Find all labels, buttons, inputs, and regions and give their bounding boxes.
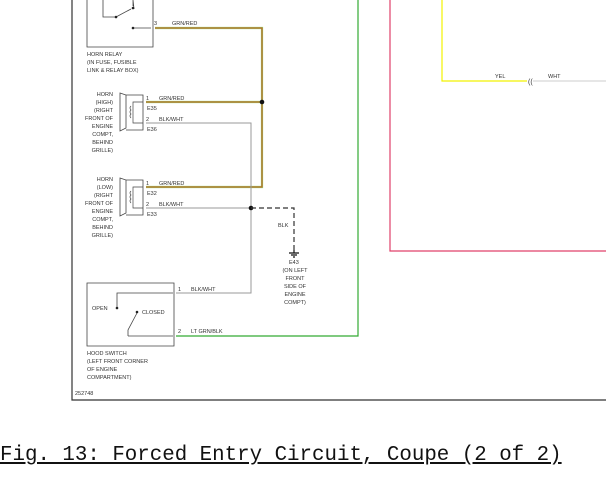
svg-text:HORN: HORN <box>97 177 113 183</box>
grn-red-wire <box>146 27 263 188</box>
relay-switch <box>102 0 135 18</box>
svg-text:HORN: HORN <box>97 92 113 98</box>
svg-text:HOOD SWITCH: HOOD SWITCH <box>87 351 127 357</box>
svg-text:E36: E36 <box>147 127 157 133</box>
svg-text:BEHIND: BEHIND <box>92 225 113 231</box>
wht-label: WHT <box>548 74 561 80</box>
yel-wire <box>441 0 527 82</box>
ground-label: ENGINE <box>284 292 305 298</box>
svg-text:E33: E33 <box>147 212 157 218</box>
ground-wire-label: BLK <box>278 223 289 229</box>
svg-text:GRN/RED: GRN/RED <box>159 96 184 102</box>
svg-text:COMPT,: COMPT, <box>92 217 113 223</box>
svg-text:(RIGHT: (RIGHT <box>94 193 114 199</box>
figure-id: 252748 <box>75 391 93 397</box>
svg-text:2: 2 <box>146 117 149 123</box>
relay-label: HORN RELAY <box>87 52 123 58</box>
splice <box>259 99 265 105</box>
ground-label: COMPT) <box>284 300 306 306</box>
svg-text:1: 1 <box>146 181 149 187</box>
ground-label: (ON LEFT <box>282 268 308 274</box>
svg-text:(LOW): (LOW) <box>97 185 113 191</box>
horn-icon <box>119 92 144 132</box>
lt-grn-blk-wire <box>176 0 359 337</box>
svg-text:(RIGHT: (RIGHT <box>94 108 114 114</box>
horn-low: 1 GRN/RED E32 2 BLK/WHT E33 HORN (LOW) (… <box>85 177 184 239</box>
svg-text:GRN/RED: GRN/RED <box>159 181 184 187</box>
svg-text:OPEN: OPEN <box>92 306 108 312</box>
horn-high: 1 GRN/RED E35 2 BLK/WHT E36 HORN (HIGH) … <box>85 92 184 154</box>
diagram-frame <box>71 0 606 401</box>
svg-text:BLK/WHT: BLK/WHT <box>159 202 184 208</box>
figure-caption: Fig. 13: Forced Entry Circuit, Coupe (2 … <box>0 444 562 467</box>
red-circuit-box <box>389 0 606 252</box>
relay-label: LINK & RELAY BOX) <box>87 68 139 74</box>
hood-switch: OPEN CLOSED 1 BLK/WHT 2 HOOD SWITCH (LEF… <box>86 282 216 381</box>
ground-id: E43 <box>289 260 299 266</box>
svg-text:2: 2 <box>146 202 149 208</box>
svg-text:1: 1 <box>178 287 181 293</box>
svg-text:E35: E35 <box>147 106 157 112</box>
svg-text:1: 1 <box>146 96 149 102</box>
svg-text:COMPARTMENT): COMPARTMENT) <box>87 375 132 381</box>
horn-icon <box>119 177 144 217</box>
blk-ground-wire <box>251 207 295 250</box>
connector-glyph: (( <box>528 79 533 86</box>
hood-wire2-label: LT GRN/BLK <box>191 329 223 335</box>
svg-text:BEHIND: BEHIND <box>92 140 113 146</box>
ground-icon <box>289 250 299 258</box>
switch-icon <box>116 292 173 337</box>
svg-text:2: 2 <box>178 329 181 335</box>
yel-label: YEL <box>495 74 505 80</box>
svg-text:GRILLE): GRILLE) <box>92 148 114 154</box>
relay-wire-label: GRN/RED <box>172 21 197 27</box>
svg-text:(LEFT FRONT CORNER: (LEFT FRONT CORNER <box>87 359 148 365</box>
blk-wht-wire <box>146 122 252 294</box>
svg-text:ENGINE: ENGINE <box>92 124 113 130</box>
relay-pin: 3 <box>154 21 157 27</box>
svg-text:GRILLE): GRILLE) <box>92 233 114 239</box>
svg-text:FRONT OF: FRONT OF <box>85 116 114 122</box>
svg-text:COMPT,: COMPT, <box>92 132 113 138</box>
svg-text:FRONT OF: FRONT OF <box>85 201 114 207</box>
horn-relay-box <box>86 0 154 48</box>
svg-text:BLK/WHT: BLK/WHT <box>159 117 184 123</box>
ground-label: FRONT <box>286 276 306 282</box>
svg-text:E32: E32 <box>147 191 157 197</box>
svg-text:CLOSED: CLOSED <box>142 310 165 316</box>
svg-text:BLK/WHT: BLK/WHT <box>191 287 216 293</box>
svg-text:OF ENGINE: OF ENGINE <box>87 367 118 373</box>
grn-red-wire-stripe <box>146 26 264 189</box>
ground-label: SIDE OF <box>284 284 307 290</box>
svg-text:(HIGH): (HIGH) <box>96 100 114 106</box>
relay-label: (IN FUSE, FUSIBLE <box>87 60 137 66</box>
svg-text:ENGINE: ENGINE <box>92 209 113 215</box>
wiring-diagram: YEL (( WHT LT GRN/BLK 3 GRN/RED HORN REL… <box>71 0 606 401</box>
